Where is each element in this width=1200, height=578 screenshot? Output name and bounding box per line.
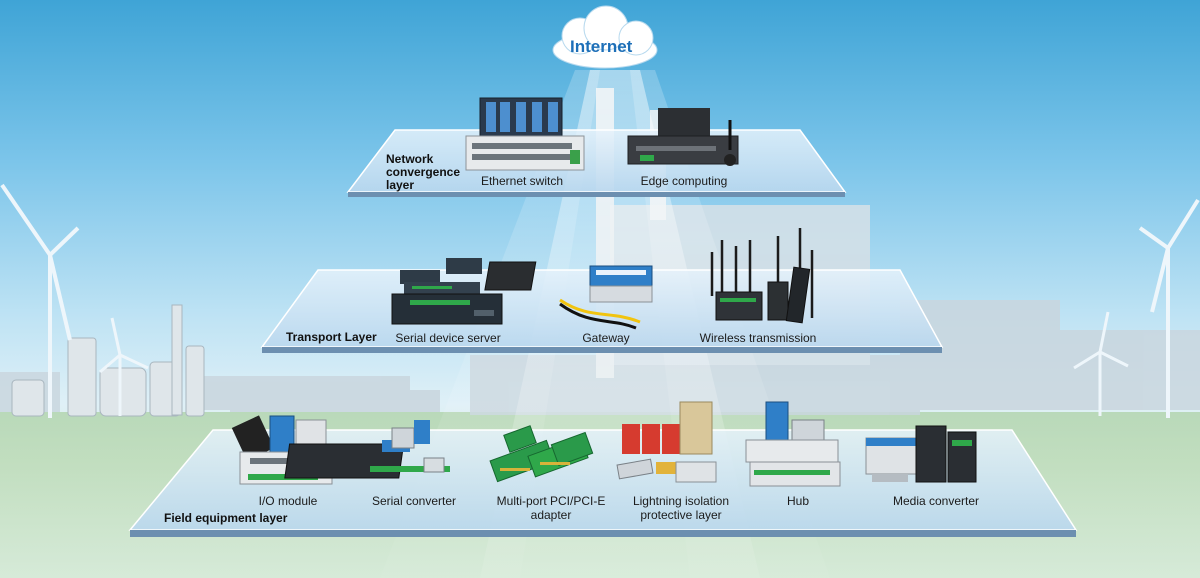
gateway-label: Gateway <box>582 331 630 345</box>
edge-computing-image <box>627 108 739 166</box>
silo-group <box>11 304 205 417</box>
wind-turbine-right <box>1138 198 1200 418</box>
hub-label: Hub <box>786 494 809 508</box>
lightning-protector-image <box>616 401 717 483</box>
internet-cloud <box>552 5 658 69</box>
wind-turbine-right-small <box>1073 311 1129 416</box>
wireless-transmission-image <box>710 228 814 324</box>
field-layer-name: Field equipment layer <box>164 511 288 525</box>
serial-converter-image <box>284 420 450 479</box>
gateway-image <box>484 261 653 330</box>
ethernet-switch-label: Ethernet switch <box>480 174 564 188</box>
transport-layer-name: Transport Layer <box>286 330 377 344</box>
serial-converter-label: Serial converter <box>371 494 457 508</box>
wind-turbine-left <box>0 183 80 418</box>
wireless-transmission-label: Wireless transmission <box>699 331 817 345</box>
network-layer-name: Network convergence layer <box>386 152 461 192</box>
pci-adapter-label: Multi-port PCI/PCI-E adapter <box>496 494 606 522</box>
serial-device-server-image <box>391 258 503 325</box>
ethernet-switch-image <box>465 97 585 171</box>
io-module-label: I/O module <box>258 494 318 508</box>
lightning-protector-label: Lightning isolation protective layer <box>632 494 730 522</box>
edge-computing-label: Edge computing <box>640 174 728 188</box>
pci-adapter-image <box>489 425 594 483</box>
media-converter-label: Media converter <box>892 494 980 508</box>
wind-turbine-small <box>99 317 149 416</box>
serial-device-server-label: Serial device server <box>395 331 501 345</box>
media-converter-image <box>865 425 977 483</box>
hub-image <box>745 401 841 487</box>
internet-label: Internet <box>570 37 633 56</box>
